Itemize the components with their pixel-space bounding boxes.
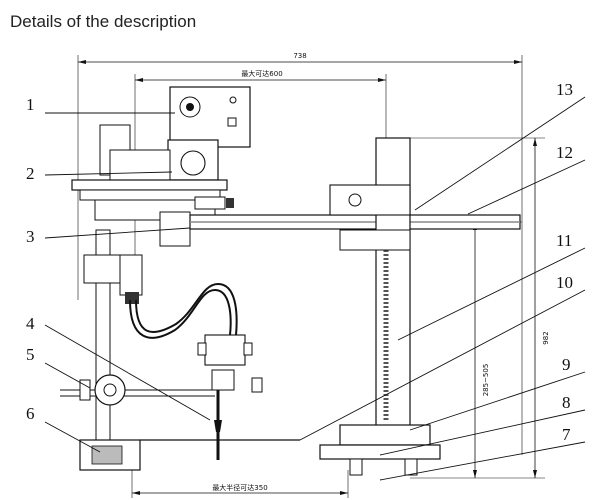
- callout-1: 1: [26, 95, 35, 114]
- leader-lines: [44, 96, 586, 481]
- dim-overall-width-label: 738: [293, 52, 306, 60]
- callout-2: 2: [26, 164, 35, 183]
- callout-11: 11: [556, 231, 572, 250]
- right-column: [329, 137, 411, 439]
- callout-10: 10: [556, 273, 573, 292]
- dim-max-reach-label: 最大可达600: [241, 69, 282, 78]
- callout-labels: 1 2 3 4 5 6 7 8 9 10 11 12 13: [26, 80, 573, 444]
- dim-max-radius: 最大半径可达350: [131, 460, 349, 498]
- callout-8: 8: [562, 393, 571, 412]
- callout-4: 4: [26, 314, 35, 333]
- drive-head: [99, 86, 251, 181]
- right-base: [319, 424, 441, 476]
- dim-total-height: 982: [410, 137, 550, 479]
- horizontal-arm: [189, 214, 521, 230]
- gas-hoses: [129, 282, 238, 339]
- left-base: [79, 439, 300, 471]
- dim-height-range: 285~505: [460, 221, 522, 478]
- callout-6: 6: [26, 404, 35, 423]
- dim-height-range-label: 285~505: [482, 364, 490, 397]
- callout-13: 13: [556, 80, 573, 99]
- dim-total-height-label: 982: [542, 331, 550, 344]
- left-column: [83, 229, 143, 446]
- callout-12: 12: [556, 143, 573, 162]
- turntable: [71, 179, 234, 247]
- left-clamp: [60, 374, 215, 406]
- callout-3: 3: [26, 227, 35, 246]
- dim-max-radius-label: 最大半径可达350: [212, 483, 267, 492]
- callout-5: 5: [26, 345, 35, 364]
- page-heading: Details of the description: [10, 12, 197, 31]
- torch-assembly: [197, 334, 263, 460]
- dim-overall-width: 738: [77, 52, 523, 455]
- callout-7: 7: [562, 425, 571, 444]
- callout-9: 9: [562, 355, 571, 374]
